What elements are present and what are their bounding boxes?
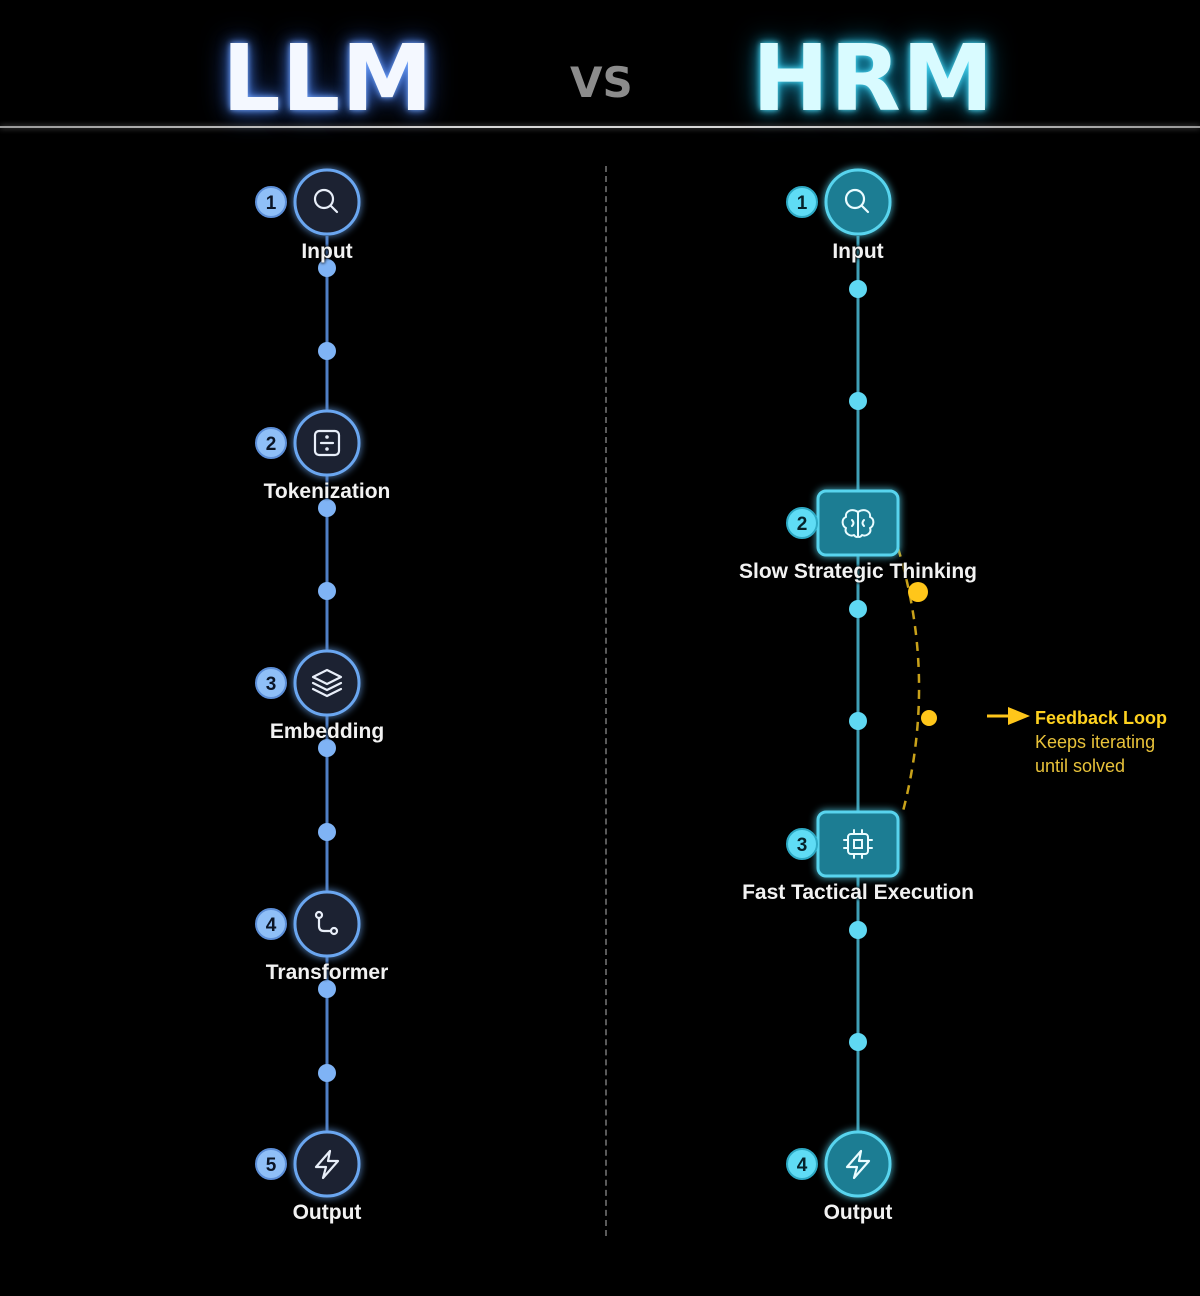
llm-connector-dot	[318, 980, 336, 998]
feedback-line-1: Keeps iterating	[1035, 732, 1156, 752]
llm-node-transformer	[293, 890, 361, 958]
hrm-step-badge	[786, 507, 818, 539]
llm-step-output: 5	[255, 1130, 361, 1198]
lightning-icon	[314, 1149, 340, 1180]
vs-label: VS	[570, 58, 633, 107]
hrm-step-number: 3	[797, 835, 808, 856]
hrm-step-input: 1	[786, 168, 892, 236]
hrm-label-output: Output	[823, 1201, 893, 1224]
hrm-step-fast-execution: 3	[786, 810, 900, 878]
brain-icon	[841, 509, 875, 538]
layers-icon	[311, 668, 343, 698]
llm-step-number: 2	[266, 434, 277, 455]
hrm-connector-dot	[849, 600, 867, 618]
hrm-step-number: 1	[797, 193, 808, 214]
hrm-label-input: Input	[832, 240, 884, 263]
header-divider	[0, 126, 1200, 128]
column-divider	[605, 166, 607, 1236]
llm-connector-dot	[318, 342, 336, 360]
llm-connector-dot	[318, 739, 336, 757]
llm-step-badge	[255, 908, 287, 940]
hrm-step-slow-thinking: 2	[786, 489, 900, 557]
hrm-step-number: 4	[797, 1155, 808, 1176]
hrm-step-badge	[786, 186, 818, 218]
llm-connector-dot	[318, 259, 336, 277]
hrm-connector-dots	[849, 280, 867, 1051]
cpu-chip-icon	[843, 829, 873, 859]
hrm-title: HRM	[752, 25, 995, 132]
hrm-step-badge	[786, 828, 818, 860]
hrm-node-input	[824, 168, 892, 236]
llm-step-embedding: 3	[255, 649, 361, 717]
feedback-loop-dot	[908, 582, 928, 602]
hrm-connector-dot	[849, 280, 867, 298]
llm-step-transformer: 4	[255, 890, 361, 958]
feedback-annotation: Feedback Loop Keeps iterating until solv…	[1035, 706, 1167, 778]
hrm-connector-dot	[849, 392, 867, 410]
llm-label-transformer: Transformer	[265, 961, 389, 984]
hrm-step-number: 2	[797, 514, 808, 535]
git-branch-icon	[314, 910, 339, 936]
hrm-flow: 1 2	[786, 168, 1030, 1198]
hrm-connector-dot	[849, 712, 867, 730]
llm-connector-dot	[318, 582, 336, 600]
hrm-label-slow-thinking: Slow Strategic Thinking	[738, 560, 978, 583]
hrm-node-output	[824, 1130, 892, 1198]
llm-step-number: 4	[266, 915, 277, 936]
llm-connector-dot	[318, 1064, 336, 1082]
llm-step-number: 3	[266, 674, 277, 695]
lightning-icon	[845, 1149, 871, 1180]
llm-label-input: Input	[301, 240, 353, 263]
search-icon	[313, 188, 339, 214]
hrm-node-fast-execution	[816, 810, 900, 878]
llm-step-input: 1	[255, 168, 361, 236]
llm-connector-dot	[318, 823, 336, 841]
feedback-line-2: until solved	[1035, 756, 1126, 776]
llm-node-output	[293, 1130, 361, 1198]
divide-square-icon	[313, 429, 341, 457]
llm-connector-dots	[318, 259, 336, 1082]
llm-step-badge	[255, 427, 287, 459]
llm-step-badge	[255, 1148, 287, 1180]
llm-step-tokenization: 2	[255, 409, 361, 477]
llm-step-number: 5	[266, 1155, 277, 1176]
feedback-loop-arc	[896, 547, 921, 816]
llm-connector-dot	[318, 499, 336, 517]
llm-step-badge	[255, 186, 287, 218]
hrm-connector-dot	[849, 921, 867, 939]
hrm-step-badge	[786, 1148, 818, 1180]
search-icon	[844, 188, 870, 214]
llm-step-badge	[255, 667, 287, 699]
hrm-connector-dot	[849, 1033, 867, 1051]
llm-step-number: 1	[266, 193, 277, 214]
llm-label-embedding: Embedding	[269, 720, 385, 743]
feedback-loop-dot	[921, 710, 937, 726]
llm-label-output: Output	[292, 1201, 362, 1224]
llm-flow: 1 2 3	[255, 168, 361, 1198]
llm-label-tokenization: Tokenization	[263, 480, 391, 503]
hrm-label-fast-execution: Fast Tactical Execution	[742, 881, 974, 904]
llm-title: LLM	[222, 25, 434, 132]
llm-node-input	[293, 168, 361, 236]
feedback-title: Feedback Loop	[1035, 708, 1168, 728]
hrm-step-output: 4	[786, 1130, 892, 1198]
feedback-arrow-icon	[987, 707, 1030, 725]
